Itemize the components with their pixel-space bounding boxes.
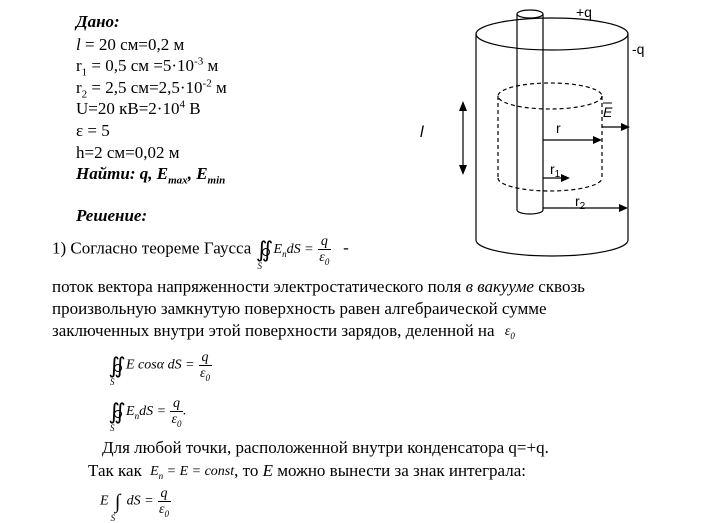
label-minus-q: -q	[632, 41, 644, 57]
label-r: r	[556, 120, 561, 136]
outer-cylinder-top	[475, 17, 629, 51]
given-h: h=2 см=0,02 м	[76, 143, 180, 162]
label-r1: r1	[550, 161, 561, 180]
capacitor-figure: +q -q E r r1 r2 l	[420, 4, 644, 257]
para-line-1: поток вектора напряженности электростати…	[52, 277, 585, 296]
given-heading: Дано:	[76, 12, 120, 31]
radius-arrowhead-r2	[619, 204, 628, 212]
label-plus-q: +q	[576, 4, 592, 20]
given-voltage: U=20 кВ=2·104 В	[76, 98, 201, 118]
given-r1: r1 = 0,5 см =5·10-3 м	[76, 55, 219, 79]
outer-cylinder-bottom	[475, 239, 629, 257]
gauss-surface-top	[497, 82, 603, 110]
label-r2: r2	[575, 193, 586, 212]
label-e: E	[603, 104, 613, 120]
solution-heading: Решение:	[76, 206, 148, 225]
surface-integral-symbol: ∬S	[255, 236, 274, 271]
para-line-3: заключенных внутри этой поверхности заря…	[52, 321, 515, 341]
label-l: l	[420, 124, 424, 141]
find-line: Найти: q, Emax, Emin	[76, 164, 226, 187]
radius-arrowhead-r1	[561, 174, 570, 182]
field-arrowhead-e	[621, 123, 630, 131]
inner-cylinder-top	[516, 9, 544, 19]
para-line-2: произвольную замкнутую поверхность равен…	[52, 299, 547, 318]
inner-cylinder-bottom	[516, 209, 544, 215]
since-line: Так как En = E = const, то E можно вынес…	[88, 461, 526, 481]
given-length: l = 20 см=0,2 м	[76, 35, 185, 54]
given-r2: r2 = 2,5 см=2,5·10-2 м	[76, 77, 227, 101]
given-epsilon: ε = 5	[76, 121, 110, 140]
length-arrowhead-bottom	[459, 165, 467, 175]
length-arrowhead-top	[459, 101, 467, 111]
gauss-surface-bottom	[497, 177, 603, 192]
radius-arrowhead-r	[593, 136, 602, 144]
inside-line: Для любой точки, расположенной внутри ко…	[102, 438, 549, 457]
